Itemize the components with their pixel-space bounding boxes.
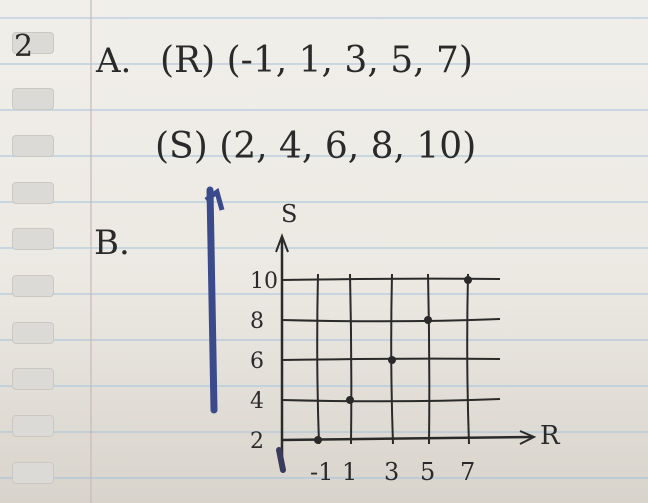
binder-hole (12, 32, 54, 54)
y-axis-label: S (281, 200, 297, 228)
part-a-s-line: (S) (2, 4, 6, 8, 10) (155, 126, 476, 167)
x-axis-label: R (540, 421, 561, 451)
rule-line (0, 247, 648, 249)
rule-line (0, 385, 648, 387)
y-tick-label: 2 (250, 429, 264, 454)
data-point (464, 276, 472, 284)
part-a-r-line: (R) (-1, 1, 3, 5, 7) (160, 40, 473, 81)
rule-line (0, 339, 648, 341)
data-point (424, 316, 432, 324)
question-number: 2 (14, 29, 33, 64)
margin-line (90, 0, 92, 503)
data-point (388, 356, 396, 364)
binder-hole (12, 228, 54, 250)
grid-line-vertical (427, 273, 431, 445)
x-tick-label: 1 (342, 458, 357, 486)
x-axis-arrow (519, 430, 537, 445)
grid-line-horizontal (281, 277, 501, 281)
grid-line-horizontal (281, 398, 501, 403)
binder-hole (12, 322, 54, 344)
part-a-label: A. (95, 41, 131, 81)
part-b-label: B. (94, 223, 130, 263)
binder-hole (12, 462, 54, 484)
y-tick-label: 4 (250, 389, 264, 414)
grid-line-horizontal (281, 318, 501, 323)
origin-mark (276, 447, 286, 473)
x-tick-label: 5 (420, 458, 435, 486)
x-tick-label: -1 (310, 458, 333, 486)
blue-pen-arrow (204, 187, 225, 211)
grid-line-vertical (466, 273, 470, 445)
x-axis-line (281, 435, 533, 442)
rule-line (0, 155, 648, 157)
binder-hole (12, 415, 54, 437)
x-tick-label: 7 (460, 458, 475, 486)
data-point (346, 396, 354, 404)
data-point (314, 436, 322, 444)
rule-line (0, 293, 648, 295)
rule-line (0, 109, 648, 111)
binder-hole (12, 368, 54, 390)
grid-line-vertical (349, 273, 353, 445)
grid-line-vertical (316, 273, 320, 445)
y-tick-label: 10 (250, 269, 278, 294)
blue-pen-stroke (206, 186, 218, 414)
binder-hole (12, 275, 54, 297)
y-tick-label: 6 (250, 349, 264, 374)
binder-hole (12, 182, 54, 204)
rule-line (0, 477, 648, 479)
binder-hole (12, 135, 54, 157)
y-axis-arrow (275, 233, 289, 253)
rule-line (0, 17, 648, 19)
x-tick-label: 3 (384, 458, 399, 486)
binder-hole (12, 88, 54, 110)
rule-line (0, 431, 648, 433)
rule-line (0, 201, 648, 203)
y-tick-label: 8 (250, 309, 264, 334)
rule-line (0, 63, 648, 65)
